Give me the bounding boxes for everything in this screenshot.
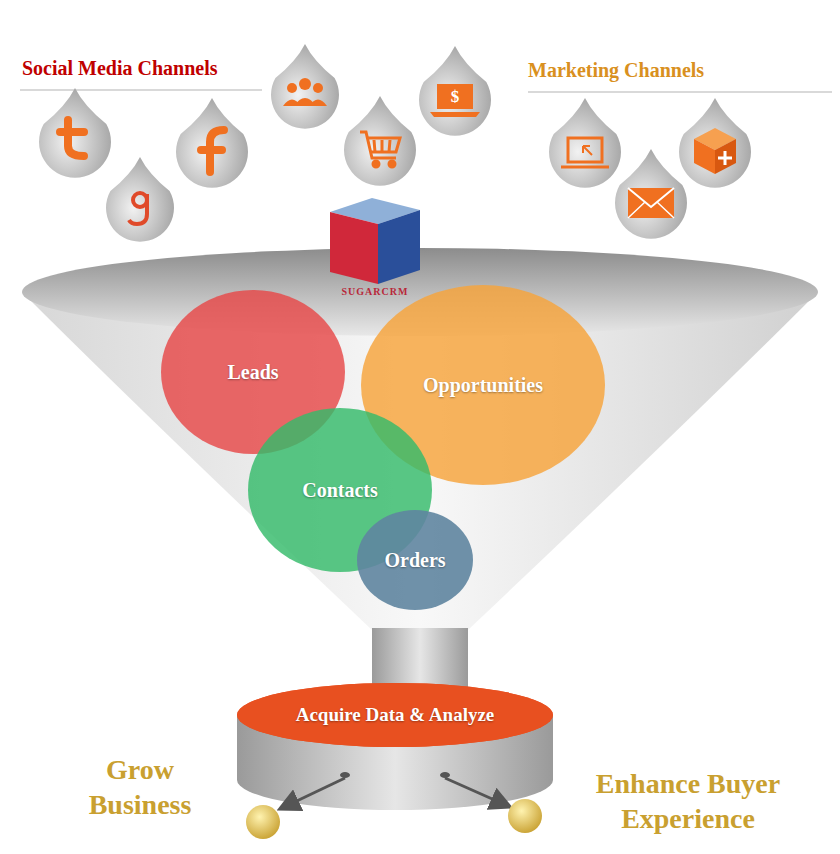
facebook-icon <box>201 130 224 172</box>
logo-text: SUGARCRM <box>320 286 430 299</box>
funnel-spout <box>372 628 468 690</box>
rule-line <box>20 89 262 91</box>
drop-shape <box>419 46 491 136</box>
rule-line <box>528 91 832 93</box>
node-text-group: Leads <box>227 361 278 384</box>
drop-shape <box>344 96 416 186</box>
drop-shape <box>271 44 339 129</box>
drop-shape <box>39 88 111 178</box>
node-text-group: Orders <box>384 549 445 572</box>
leader-arrow <box>445 778 508 806</box>
leader-arrow <box>282 778 345 808</box>
node-fill <box>237 683 553 747</box>
twitter-icon <box>60 120 84 156</box>
node-label: Leads <box>227 361 278 384</box>
mail-icon <box>628 188 674 218</box>
people-icon <box>283 78 327 106</box>
google-icon <box>129 193 147 224</box>
drop-shape <box>615 149 687 239</box>
node-label: Orders <box>384 549 445 572</box>
orders-circle: Orders <box>357 510 473 610</box>
gold-dot <box>246 805 280 839</box>
box-icon <box>694 128 736 174</box>
outcome-label: Grow Business <box>60 752 220 822</box>
node-text-group: Contacts <box>302 479 378 502</box>
icon-symbol: $ <box>437 86 473 107</box>
node-label: Acquire Data & Analyze <box>296 704 495 726</box>
laptop-icon <box>561 138 609 167</box>
laptop-icon <box>430 84 480 117</box>
node-label: Opportunities <box>423 374 543 397</box>
cube-logo <box>330 198 420 284</box>
node-label: Contacts <box>302 479 378 502</box>
group-heading: Social Media Channels <box>22 56 272 81</box>
node-text-group: Opportunities <box>423 374 543 397</box>
gold-dot <box>508 799 542 833</box>
cylinder <box>237 683 553 810</box>
drop-shape <box>549 98 621 188</box>
drop-shape <box>176 98 248 188</box>
node-text-group: Acquire Data & Analyze <box>296 704 495 726</box>
cart-icon <box>360 132 400 167</box>
drop-shape <box>106 157 174 242</box>
node-fill <box>357 510 473 610</box>
outcome-label: Enhance Buyer Experience <box>568 766 808 836</box>
drop-shape <box>679 98 751 188</box>
group-heading: Marketing Channels <box>528 58 778 83</box>
data-ellipse: Acquire Data & Analyze <box>237 683 553 747</box>
